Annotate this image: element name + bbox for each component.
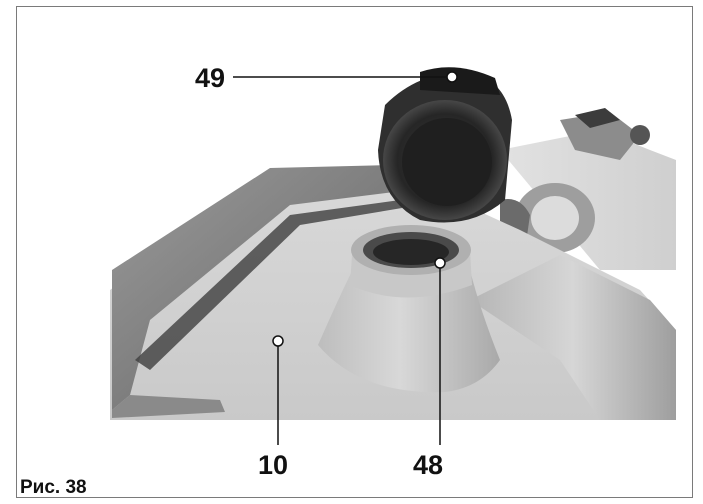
callout-48-filler-neck: 48	[413, 450, 444, 480]
figure-caption: Рис. 38	[20, 477, 87, 498]
callout-10-tank: 10	[258, 450, 289, 480]
callout-49-lid: 49	[195, 63, 226, 93]
figure-frame	[16, 6, 693, 498]
